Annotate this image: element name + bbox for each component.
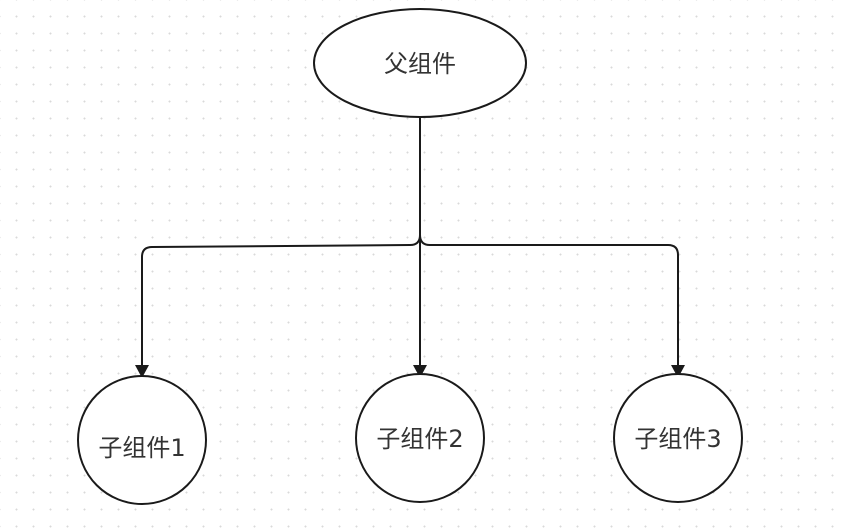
child-node-3[interactable]: 子组件3 [613, 373, 743, 503]
child-node-1-label: 子组件1 [98, 434, 185, 462]
child-node-2-label: 子组件2 [376, 425, 463, 453]
child-node-3-shape [613, 373, 743, 503]
parent-node-shape [313, 8, 527, 118]
child-node-3-label: 子组件3 [634, 425, 721, 453]
arrowhead-child-3 [671, 365, 685, 378]
edge-parent-to-child-1 [141, 117, 421, 368]
arrowhead-child-1 [135, 365, 149, 378]
child-node-2[interactable]: 子组件2 [355, 373, 485, 503]
arrowhead-child-2 [413, 365, 427, 378]
parent-node-label: 父组件 [384, 50, 456, 78]
child-node-1-shape [77, 375, 207, 505]
child-node-2-shape [355, 373, 485, 503]
child-node-1[interactable]: 子组件1 [77, 375, 207, 505]
edge-parent-to-child-3 [419, 117, 679, 368]
parent-node[interactable]: 父组件 [313, 8, 527, 118]
